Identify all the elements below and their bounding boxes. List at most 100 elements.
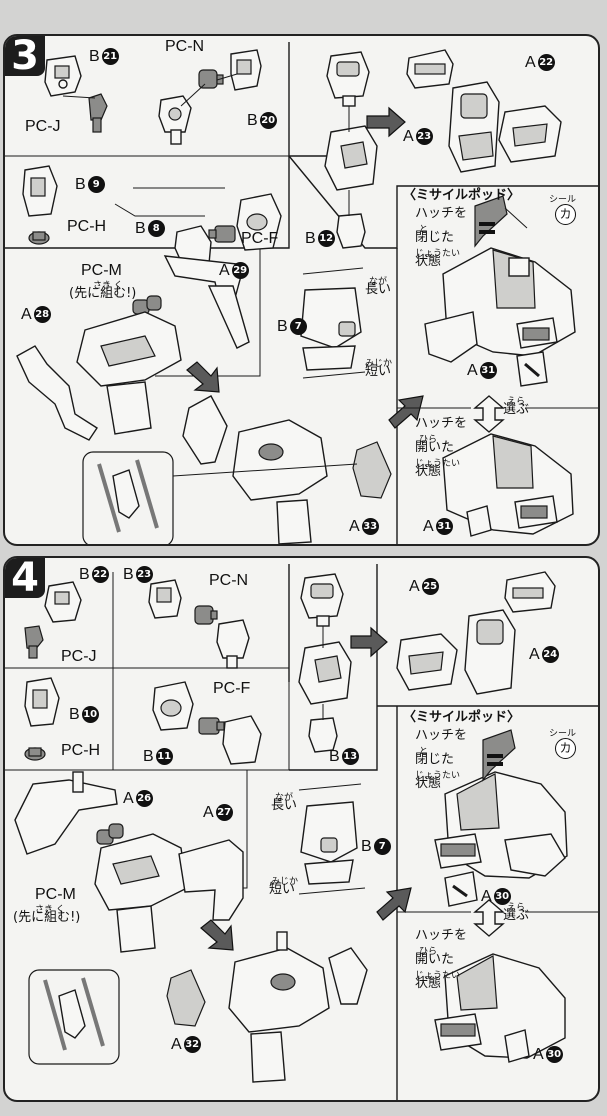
label-pc-m-ruby: さき く: [35, 905, 65, 915]
sticker-ka: [474, 195, 508, 248]
label-short: 短い: [269, 882, 296, 897]
seal-label: シール: [549, 729, 577, 739]
part-pc-j: [24, 625, 44, 659]
part-b13: [308, 717, 338, 753]
part-b10: [24, 677, 60, 727]
part-shoulder-right: [216, 619, 250, 669]
missile-pod-title: 〈ミサイルポッド〉: [403, 188, 521, 203]
part-pc-f: [198, 717, 225, 735]
sticker-ka: [482, 729, 516, 782]
label-pc-n: PC-N: [209, 572, 249, 589]
step3-arrow-1: [366, 106, 406, 138]
hatch-open-ruby: ひら: [419, 435, 438, 445]
part-torso-head: [326, 51, 370, 107]
choose-label: 選ぶ: [503, 402, 530, 417]
seal-ka-mark: カ: [555, 204, 576, 225]
missile-pod-open: [442, 433, 574, 535]
part-a30-open: [504, 1029, 530, 1063]
missile-pod-closed: [424, 247, 576, 363]
part-a32: [166, 969, 206, 1027]
part-pc-f: [208, 225, 236, 243]
part-torso-body: [298, 641, 352, 705]
part-pc-m: [96, 823, 124, 845]
part-backpack-body: [94, 833, 188, 953]
part-chest-assembled: [464, 609, 516, 695]
hatch-closed-ruby: と: [419, 225, 429, 235]
hatch-open-line3: 状態: [415, 976, 442, 991]
part-b9: [22, 165, 58, 217]
part-b21: [44, 55, 82, 97]
part-b12: [336, 213, 366, 249]
hatch-open-state-ruby: じょうたい: [415, 459, 461, 469]
label-pc-m-note: (先に組む!): [69, 286, 137, 301]
label-pc-m-note: (先に組む!): [13, 910, 81, 925]
part-a25: [396, 633, 458, 691]
part-a29: [163, 255, 250, 349]
step-number: 3: [5, 36, 45, 76]
part-torso-head: [300, 573, 344, 627]
label-long-ruby: なが: [275, 793, 294, 803]
hatch-closed-state-ruby: じょうたい: [415, 249, 461, 259]
part-a31-closed: [516, 351, 548, 387]
hatch-open-line2: 開いた: [415, 952, 455, 967]
hatch-closed-line3: 状態: [415, 254, 442, 269]
part-pc-j: [88, 93, 108, 133]
label-pc-h: PC-H: [61, 742, 101, 759]
part-a23: [406, 49, 454, 89]
part-a26: [14, 771, 118, 855]
part-a24: [504, 571, 556, 613]
label-pc-n: PC-N: [165, 38, 205, 55]
hatch-closed-line2: 閉じた: [415, 230, 455, 245]
hatch-open-line2: 開いた: [415, 440, 455, 455]
choose-label: 選ぶ: [503, 908, 530, 923]
seal-label: シール: [549, 195, 577, 205]
hatch-open-line1: ハッチを: [415, 928, 468, 943]
label-pc-m-ruby: さき く: [93, 281, 123, 291]
part-b20: [230, 49, 262, 91]
step-number: 4: [5, 558, 45, 598]
hatch-open-line1: ハッチを: [415, 416, 468, 431]
label-short-ruby: みじか: [271, 877, 299, 887]
label-pc-m: PC-M: [35, 886, 76, 903]
part-a28: [16, 345, 98, 441]
hatch-open-line3: 状態: [415, 464, 442, 479]
part-shoulder-armor: [236, 193, 282, 251]
label-pc-m: PC-M: [81, 262, 122, 279]
hatch-closed-line1: ハッチを: [415, 206, 468, 221]
seal-ka-mark: カ: [555, 738, 576, 759]
part-shoulder-left: [158, 95, 192, 145]
hatch-open-ruby: ひら: [419, 947, 438, 957]
label-long: 長い: [365, 282, 392, 297]
hatch-closed-ruby: と: [419, 747, 429, 757]
part-b23: [148, 579, 182, 619]
step-4-illustration: [5, 564, 598, 1100]
label-long-ruby: なが: [369, 277, 388, 287]
missile-pod-closed: [434, 771, 568, 879]
label-short-ruby: みじか: [365, 359, 393, 369]
part-chest-assembled: [448, 81, 500, 173]
part-b7: [300, 287, 362, 371]
part-torso-body: [324, 125, 378, 191]
part-pc-n: [194, 605, 218, 625]
part-a27: [178, 839, 244, 921]
part-pc-h: [28, 231, 50, 245]
